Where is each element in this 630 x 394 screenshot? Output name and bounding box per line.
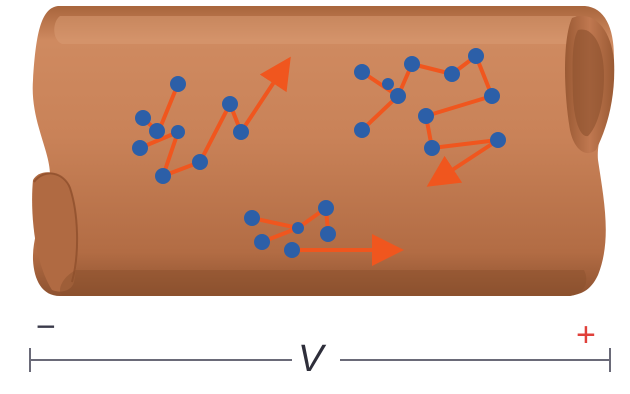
electron [418,108,434,124]
wire-left-end-face [32,172,78,292]
voltage-dimension-line [29,348,611,372]
electron [390,88,406,104]
electron [404,56,420,72]
electron [170,76,186,92]
electron [254,234,270,250]
electron [192,154,208,170]
electron-cluster-bottom [244,200,404,266]
electron [149,123,165,139]
electron [171,125,185,139]
electron [222,96,238,112]
electron [484,88,500,104]
electron [292,222,304,234]
wire-left-end-rim [33,172,79,283]
electron [490,132,506,148]
electron [468,48,484,64]
wire-right-end-inner [572,29,604,137]
electron [354,122,370,138]
electron [354,64,370,80]
electron [233,124,249,140]
electron [444,66,460,82]
electron [382,78,394,90]
electron [318,200,334,216]
electron [135,110,151,126]
electron [320,226,336,242]
electron-cluster-right [354,48,506,187]
negative-terminal-label: − [36,308,56,346]
wire-bottom-shadow [60,270,587,296]
wire-cylinder [32,6,615,296]
electron [284,242,300,258]
voltage-label: V [298,338,324,380]
wire-top-highlight [54,16,589,44]
positive-terminal-label: + [576,316,596,354]
electron [155,168,171,184]
wire-body [32,6,614,296]
electron [244,210,260,226]
electron [424,140,440,156]
electron-cluster-left [132,56,291,184]
electron [132,140,148,156]
